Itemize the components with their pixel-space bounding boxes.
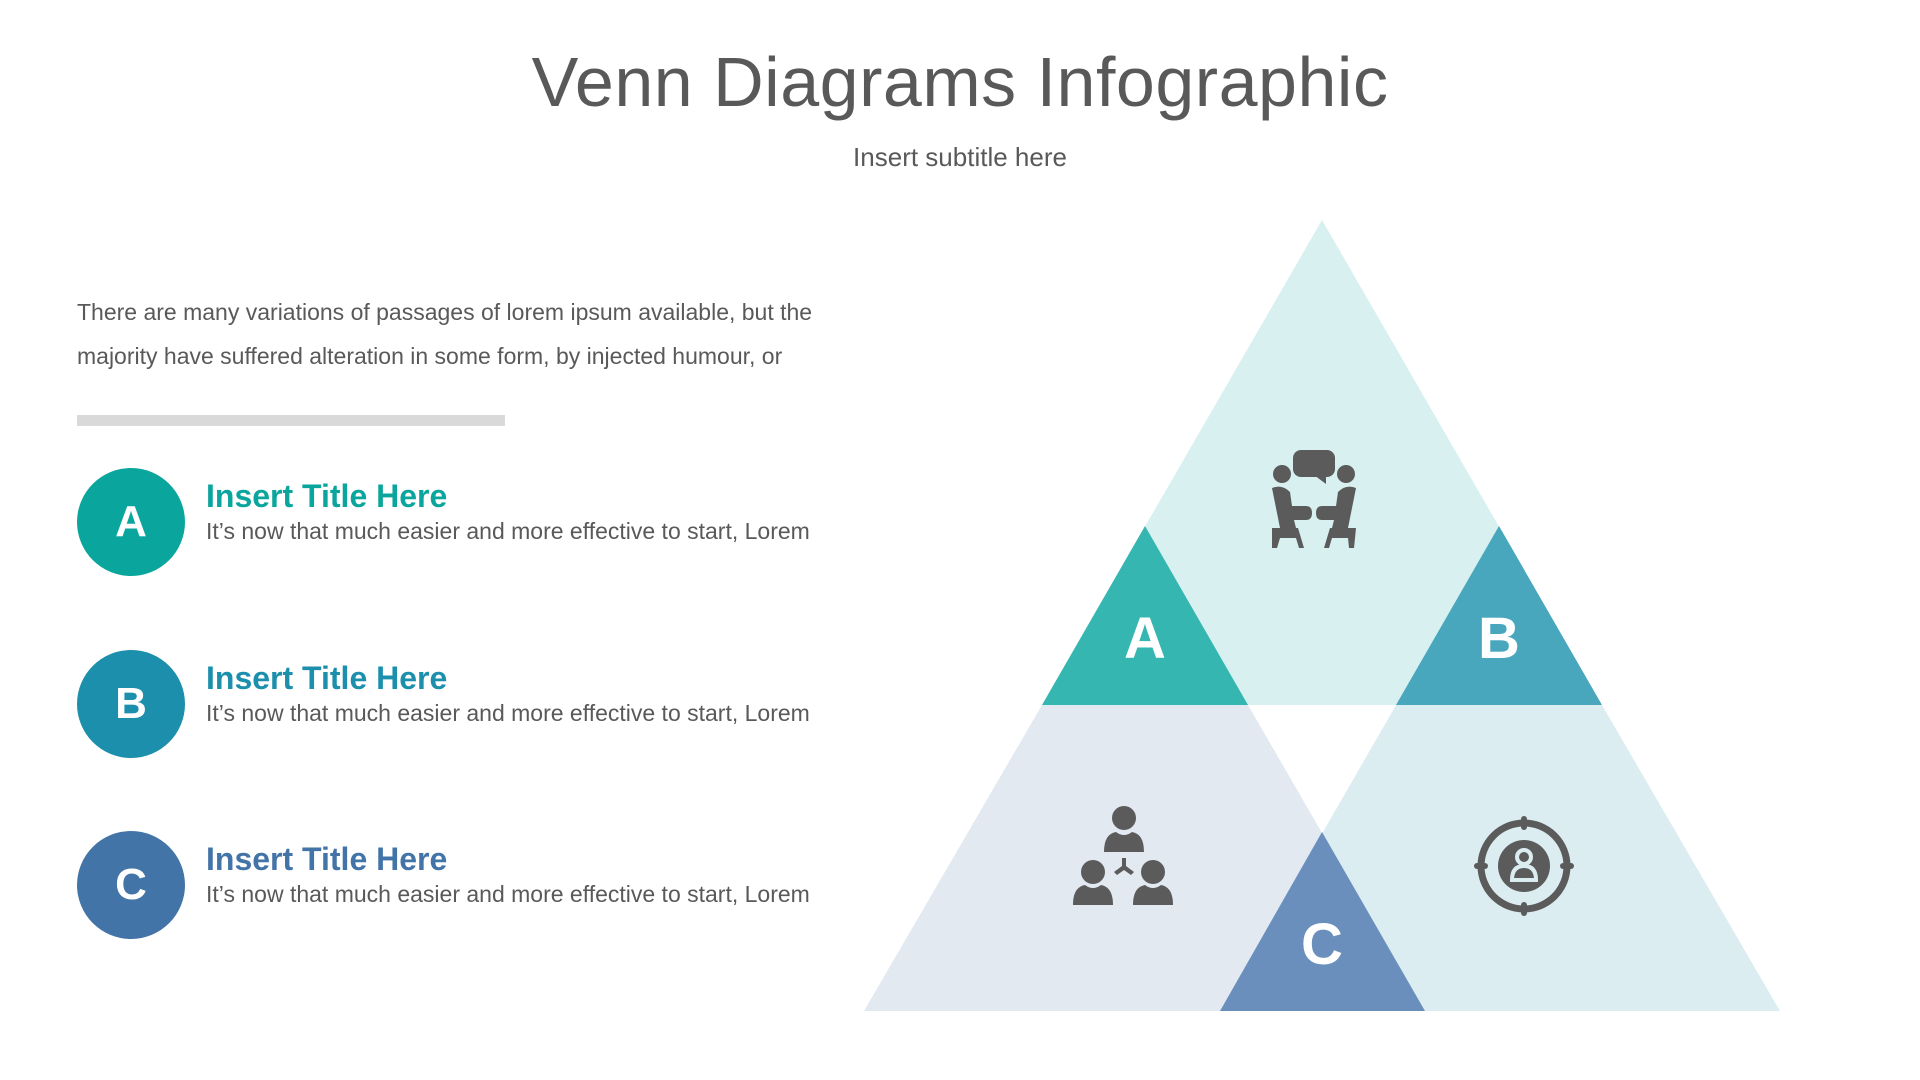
page-title: Venn Diagrams Infographic [531,43,1389,121]
team-hierarchy-icon [1073,806,1173,905]
badge-b: B [77,650,185,758]
item-description: It’s now that much easier and more effec… [206,700,810,726]
triangle-label-b: B [1478,606,1520,671]
intro-paragraph: There are many variations of passages of… [77,299,813,369]
item-title: Insert Title Here [206,478,448,514]
triangle-label-c: C [1301,912,1343,977]
badge-c: C [77,831,185,939]
page-subtitle: Insert subtitle here [853,142,1067,172]
item-title: Insert Title Here [206,660,448,696]
divider-bar [77,415,505,426]
triangle-c [1220,832,1425,1011]
target-user-icon [1474,816,1574,916]
list-item-a: A Insert Title Here It’s now that much e… [77,468,877,576]
item-title: Insert Title Here [206,841,448,877]
triangle-a [1042,526,1248,705]
center-gap [1248,705,1396,832]
list-item-c: C Insert Title Here It’s now that much e… [77,831,877,939]
badge-a: A [77,468,185,576]
item-description: It’s now that much easier and more effec… [206,881,810,907]
triangle-b [1396,526,1602,705]
meeting-conversation-icon [1272,450,1356,548]
list-item-b: B Insert Title Here It’s now that much e… [77,650,877,758]
item-description: It’s now that much easier and more effec… [206,518,810,544]
triangle-label-a: A [1124,606,1166,671]
